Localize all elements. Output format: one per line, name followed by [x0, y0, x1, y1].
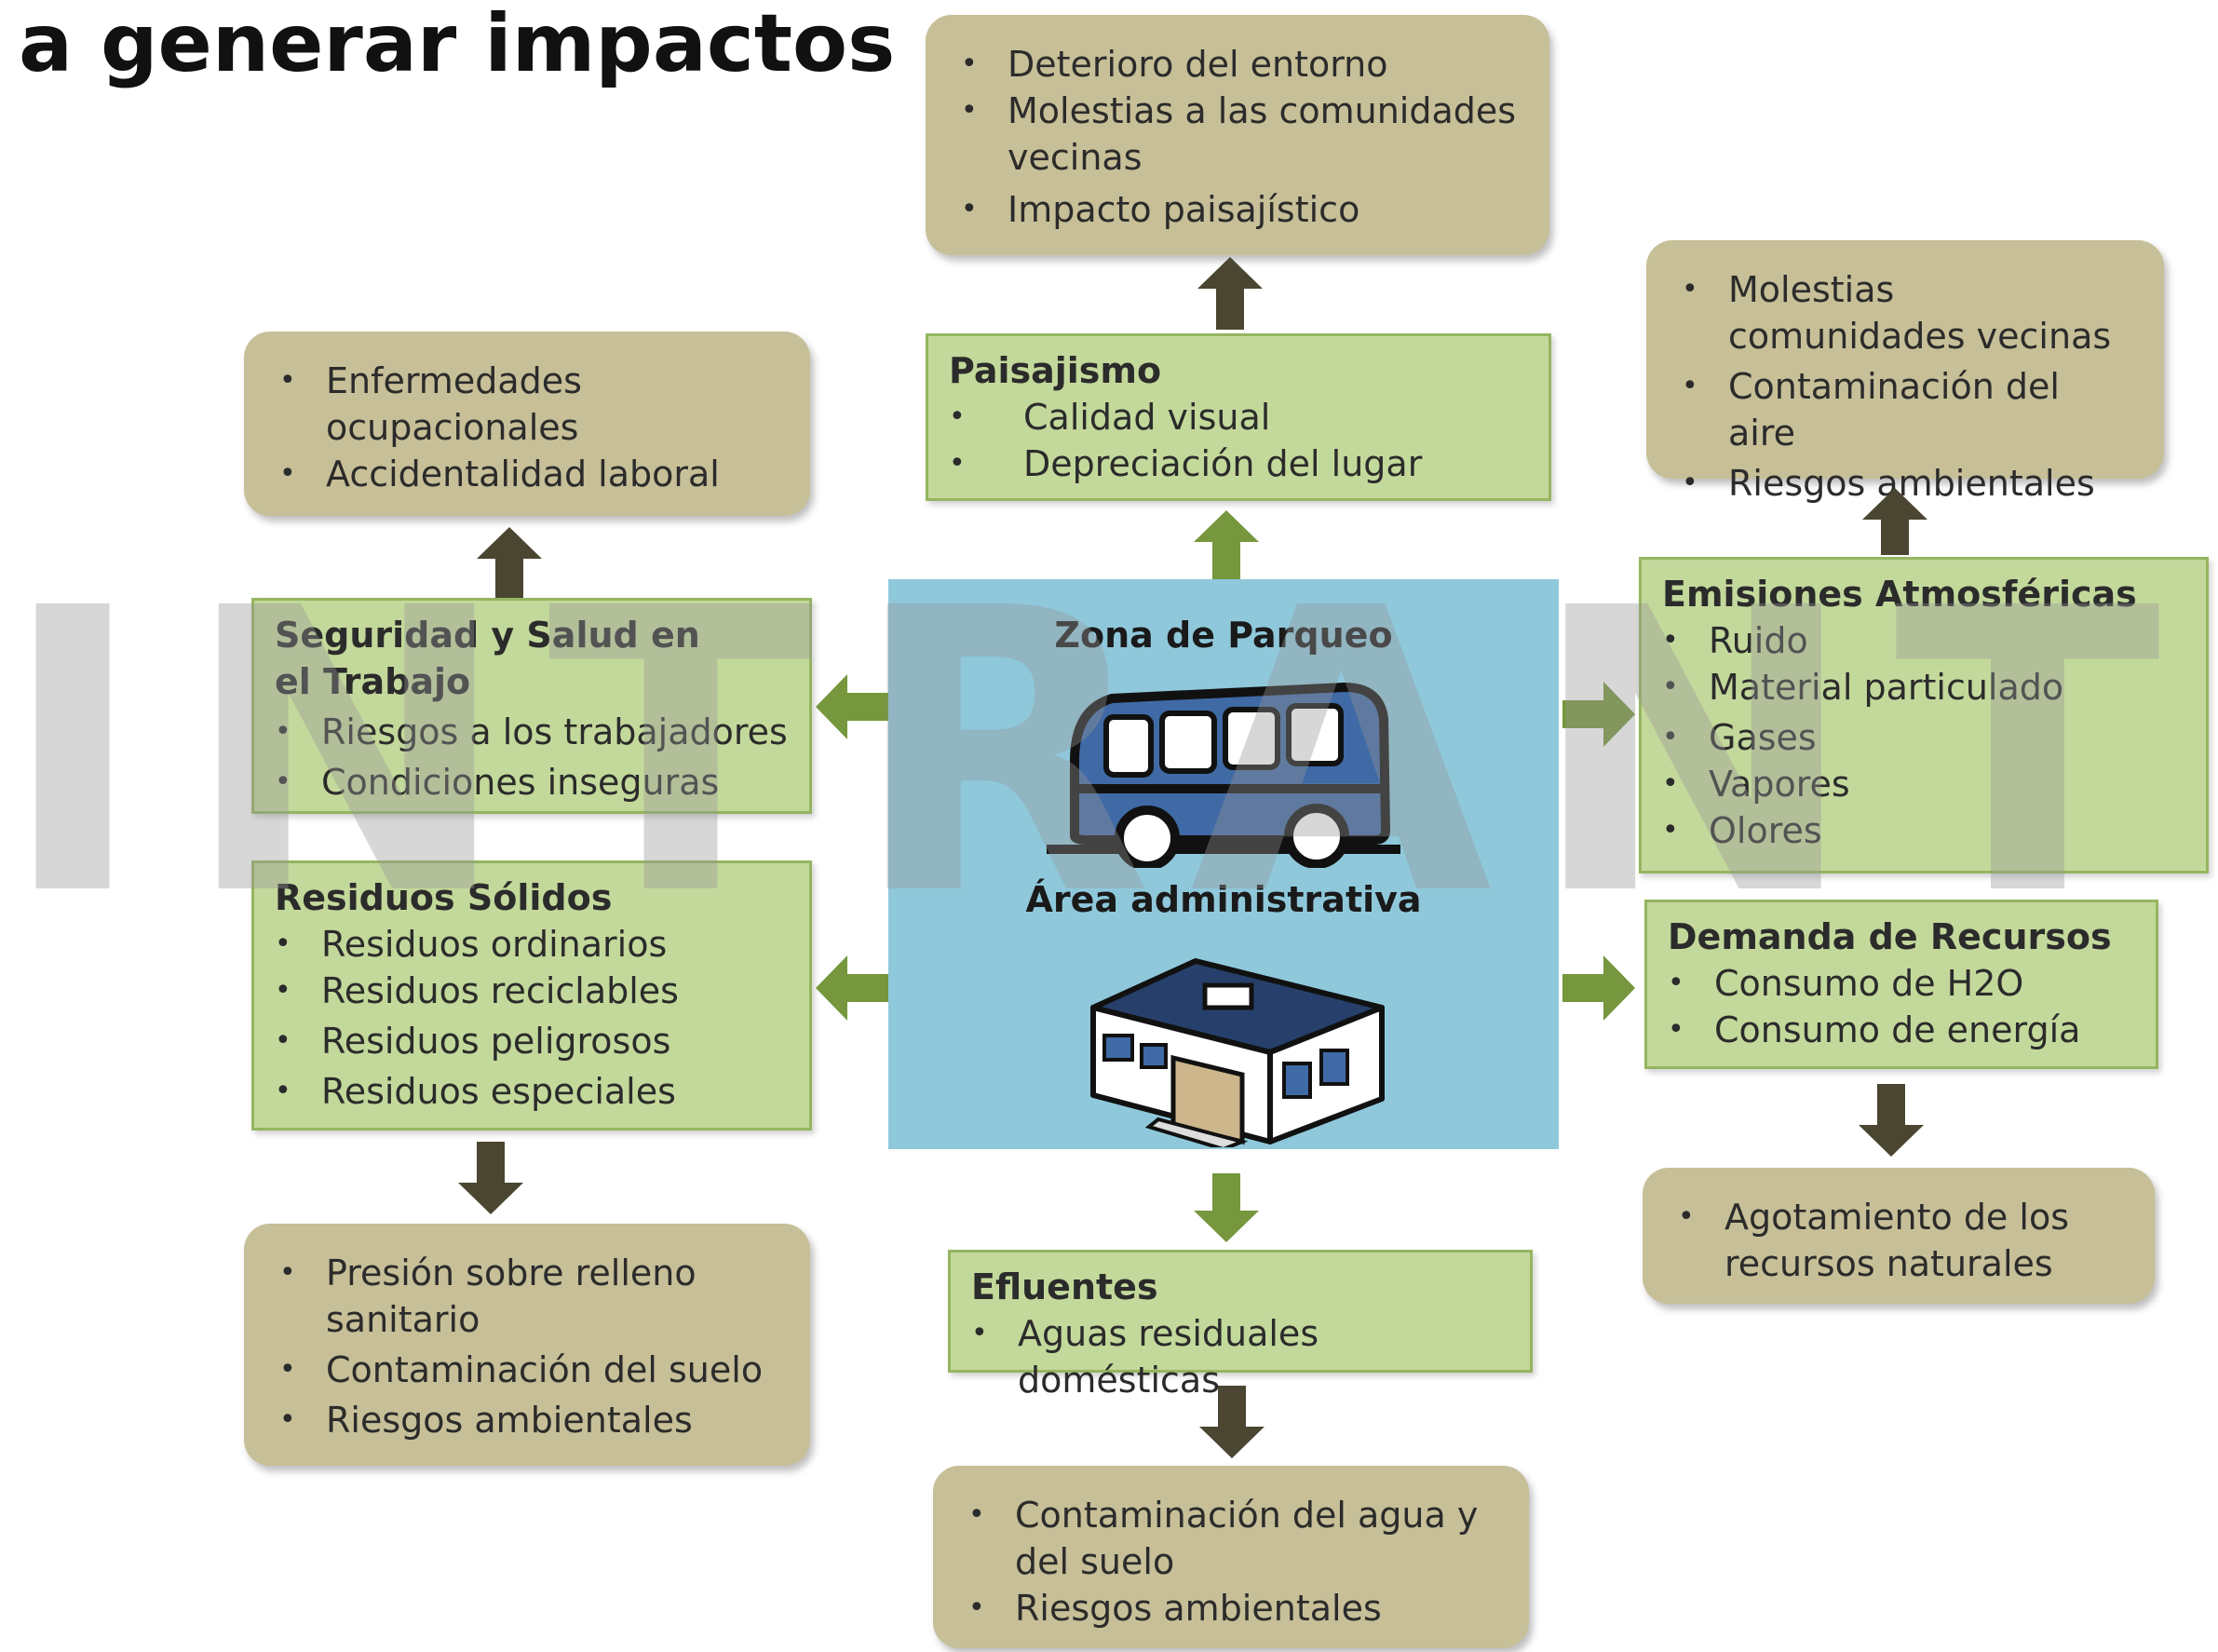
- arrow-right-icon: [1562, 955, 1635, 1021]
- list-item: Aguas residuales domésticas: [971, 1310, 1511, 1403]
- list-item: Impacto paisajístico: [961, 186, 1521, 233]
- cause-title: Efluentes: [971, 1266, 1158, 1307]
- cause-title: Paisajismo: [949, 350, 1162, 391]
- arrow-up-icon: [1862, 488, 1927, 555]
- cause-title: Emisiones Atmosféricas: [1662, 574, 2137, 615]
- effect-box-upper-left: Enfermedades ocupacionales Accidentalida…: [244, 332, 810, 516]
- effect-box-top: Deterioro del entorno Molestias a las co…: [926, 15, 1549, 255]
- list-item: Residuos reciclables: [275, 968, 791, 1014]
- list-item: Contaminación del aire: [1682, 363, 2136, 456]
- cause-box-emisiones: Emisiones Atmosféricas Ruido Material pa…: [1639, 557, 2209, 873]
- cause-box-efluentes: Efluentes Aguas residuales domésticas: [948, 1250, 1533, 1401]
- effect-box-bottom: Contaminación del agua y del suelo Riesg…: [933, 1466, 1529, 1648]
- building-icon: [1090, 958, 1385, 1147]
- arrow-down-icon: [1859, 1084, 1924, 1157]
- list-item: Residuos ordinarios: [275, 921, 791, 968]
- list-item: Residuos peligrosos: [275, 1018, 791, 1064]
- list-item: Calidad visual: [949, 394, 1530, 440]
- list-item: Contaminación del suelo: [279, 1347, 782, 1393]
- list-item: Riesgos a los trabajadores: [275, 709, 791, 755]
- cause-title: Demanda de Recursos: [1668, 916, 2112, 957]
- list-item: Vapores: [1662, 761, 2187, 807]
- list-item: Riesgos ambientales: [279, 1397, 782, 1443]
- cause-title: Seguridad y Salud en el Trabajo: [275, 615, 700, 702]
- cause-box-seguridad: Seguridad y Salud en el Trabajo Riesgos …: [251, 598, 812, 814]
- list-item: Olores: [1662, 807, 2187, 854]
- effect-box-upper-right: Molestias comunidades vecinas Contaminac…: [1646, 240, 2164, 507]
- center-panel: Zona de Parqueo Área administrativa: [888, 579, 1559, 1149]
- list-item: Molestias comunidades vecinas: [1682, 266, 2136, 359]
- list-item: Presión sobre relleno sanitario: [279, 1250, 782, 1343]
- arrow-up-icon: [1197, 257, 1263, 330]
- list-item: Deterioro del entorno: [961, 41, 1521, 88]
- arrow-left-icon: [816, 955, 888, 1021]
- list-item: Enfermedades ocupacionales: [279, 358, 782, 451]
- list-item: Consumo de energía: [1668, 1007, 2137, 1053]
- arrow-down-icon: [1199, 1386, 1265, 1458]
- bus-icon: [1047, 683, 1400, 868]
- cause-box-residuos: Residuos Sólidos Residuos ordinarios Res…: [251, 860, 812, 1131]
- list-item: Ruido: [1662, 617, 2187, 664]
- page-title: a generar impactos: [19, 0, 896, 90]
- list-item: Accidentalidad laboral: [279, 451, 782, 497]
- cause-box-paisajismo: Paisajismo Calidad visual Depreciación d…: [926, 333, 1551, 501]
- effect-box-lower-left: Presión sobre relleno sanitario Contamin…: [244, 1224, 810, 1466]
- list-item: Riesgos ambientales: [1682, 460, 2136, 507]
- arrow-down-icon: [458, 1142, 523, 1214]
- arrow-down-icon: [1194, 1173, 1259, 1242]
- list-item: Contaminación del agua y del suelo: [968, 1492, 1501, 1585]
- list-item: Gases: [1662, 714, 2187, 761]
- list-item: Agotamiento de los recursos naturales: [1678, 1194, 2127, 1287]
- cause-title: Residuos Sólidos: [275, 877, 613, 918]
- arrow-up-icon: [1194, 510, 1259, 579]
- arrow-left-icon: [816, 674, 888, 739]
- center-label-bottom: Área administrativa: [1025, 879, 1422, 920]
- list-item: Consumo de H2O: [1668, 960, 2137, 1007]
- list-item: Riesgos ambientales: [968, 1585, 1501, 1632]
- cause-box-demanda: Demanda de Recursos Consumo de H2O Consu…: [1644, 900, 2158, 1069]
- list-item: Depreciación del lugar: [949, 440, 1530, 487]
- list-item: Residuos especiales: [275, 1068, 791, 1115]
- arrow-right-icon: [1562, 682, 1635, 747]
- arrow-up-icon: [477, 527, 542, 598]
- effect-box-lower-right: Agotamiento de los recursos naturales: [1643, 1168, 2155, 1304]
- list-item: Condiciones inseguras: [275, 759, 791, 806]
- list-item: Molestias a las comunidades vecinas: [961, 88, 1521, 181]
- list-item: Material particulado: [1662, 664, 2187, 711]
- center-label-top: Zona de Parqueo: [1054, 615, 1393, 656]
